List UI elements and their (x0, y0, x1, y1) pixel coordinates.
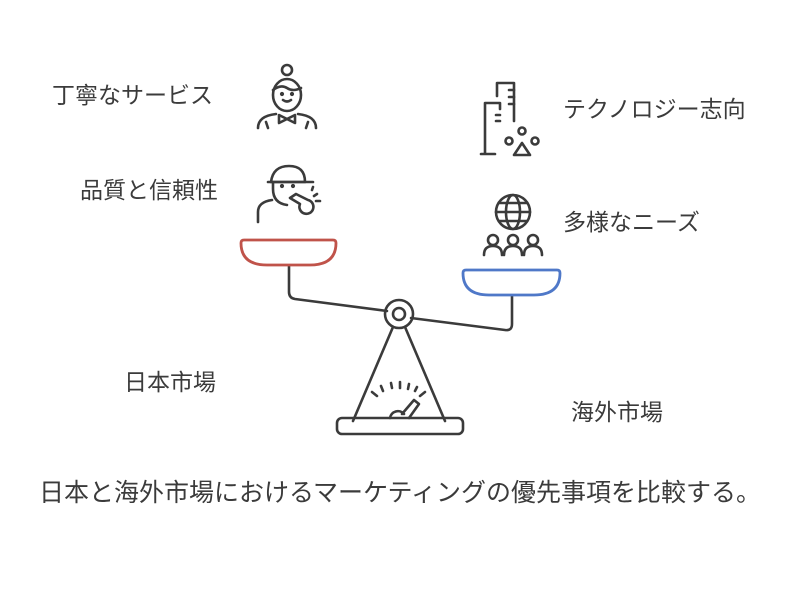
scale-beam (287, 264, 514, 332)
inspector-whistle-icon (256, 164, 322, 224)
side-label-japan-market: 日本市場 (124, 370, 216, 396)
scale-base (335, 416, 465, 436)
diagram-caption: 日本と海外市場におけるマーケティングの優先事項を比較する。 (38, 478, 761, 507)
item-label-diverse-needs: 多様なニーズ (563, 210, 700, 236)
technology-buildings-icon (479, 81, 540, 157)
globe-people-icon (482, 193, 544, 257)
scale-pivot (383, 298, 415, 330)
item-label-technology-oriented: テクノロジー志向 (563, 97, 746, 123)
item-label-quality-reliability: 品質と信頼性 (80, 178, 218, 204)
scale-stand (351, 325, 447, 423)
service-staff-icon (256, 63, 318, 130)
right-pan (461, 268, 562, 297)
left-pan (239, 238, 338, 267)
item-label-polite-service: 丁寧なサービス (52, 83, 213, 109)
side-label-overseas-market: 海外市場 (571, 400, 663, 426)
gauge-icon (370, 380, 427, 420)
